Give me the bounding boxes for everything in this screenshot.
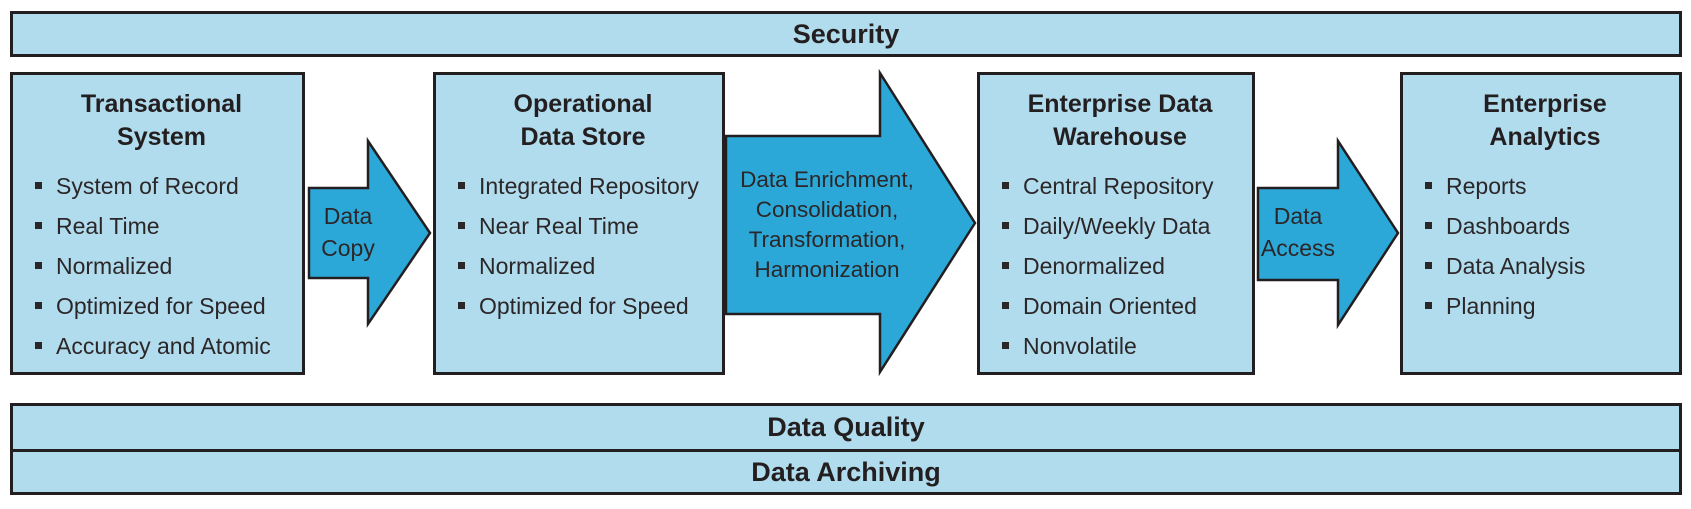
data-enrichment-arrow-label: Data Enrichment, Consolidation, Transfor… xyxy=(740,167,914,282)
list-item: Optimized for Speed xyxy=(456,286,710,326)
box-title-enterprise-data-warehouse: Enterprise Data Warehouse xyxy=(1027,90,1213,151)
list-item: Accuracy and Atomic xyxy=(33,326,290,366)
bottom-banner-group: Data Quality Data Archiving xyxy=(10,403,1682,495)
list-item: Domain Oriented xyxy=(1000,286,1240,326)
list-item: Near Real Time xyxy=(456,206,710,246)
security-banner: Security xyxy=(10,11,1682,57)
data-access-arrow-label: Data Access xyxy=(1260,203,1336,261)
data-copy-arrow-shape xyxy=(307,136,432,329)
list-item: Normalized xyxy=(456,246,710,286)
data-quality-banner-label: Data Quality xyxy=(767,412,925,442)
list-item: Integrated Repository xyxy=(456,166,710,206)
list-item: Dashboards xyxy=(1423,206,1667,246)
list-item: Denormalized xyxy=(1000,246,1240,286)
box-title-transactional-system: Transactional System xyxy=(80,90,243,151)
list-item: Daily/Weekly Data xyxy=(1000,206,1240,246)
data-access-arrow xyxy=(1256,136,1400,330)
list-item: Optimized for Speed xyxy=(33,286,290,326)
list-item: Nonvolatile xyxy=(1000,326,1240,366)
data-access-arrow-shape xyxy=(1256,136,1400,330)
box-operational-data-store: Operational Data Store Integrated Reposi… xyxy=(433,72,725,375)
box-enterprise-data-warehouse: Enterprise Data Warehouse Central Reposi… xyxy=(977,72,1255,375)
security-banner-label: Security xyxy=(792,18,900,49)
data-archiving-banner: Data Archiving xyxy=(13,449,1679,492)
data-copy-arrow xyxy=(307,136,432,329)
data-enrichment-arrow xyxy=(724,68,977,377)
list-item: Real Time xyxy=(33,206,290,246)
box-title-operational-data-store: Operational Data Store xyxy=(513,90,653,151)
data-archiving-banner-label: Data Archiving xyxy=(751,456,941,487)
list-item: Planning xyxy=(1423,286,1667,326)
list-item: System of Record xyxy=(33,166,290,206)
box-title-enterprise-analytics: Enterprise Analytics xyxy=(1483,90,1607,151)
data-copy-arrow-label: Data Copy xyxy=(321,203,375,261)
list-item: Central Repository xyxy=(1000,166,1240,206)
list-item: Reports xyxy=(1423,166,1667,206)
list-item: Normalized xyxy=(33,246,290,286)
data-enrichment-arrow-shape xyxy=(724,68,977,377)
list-item: Data Analysis xyxy=(1423,246,1667,286)
data-quality-banner: Data Quality xyxy=(13,406,1679,449)
